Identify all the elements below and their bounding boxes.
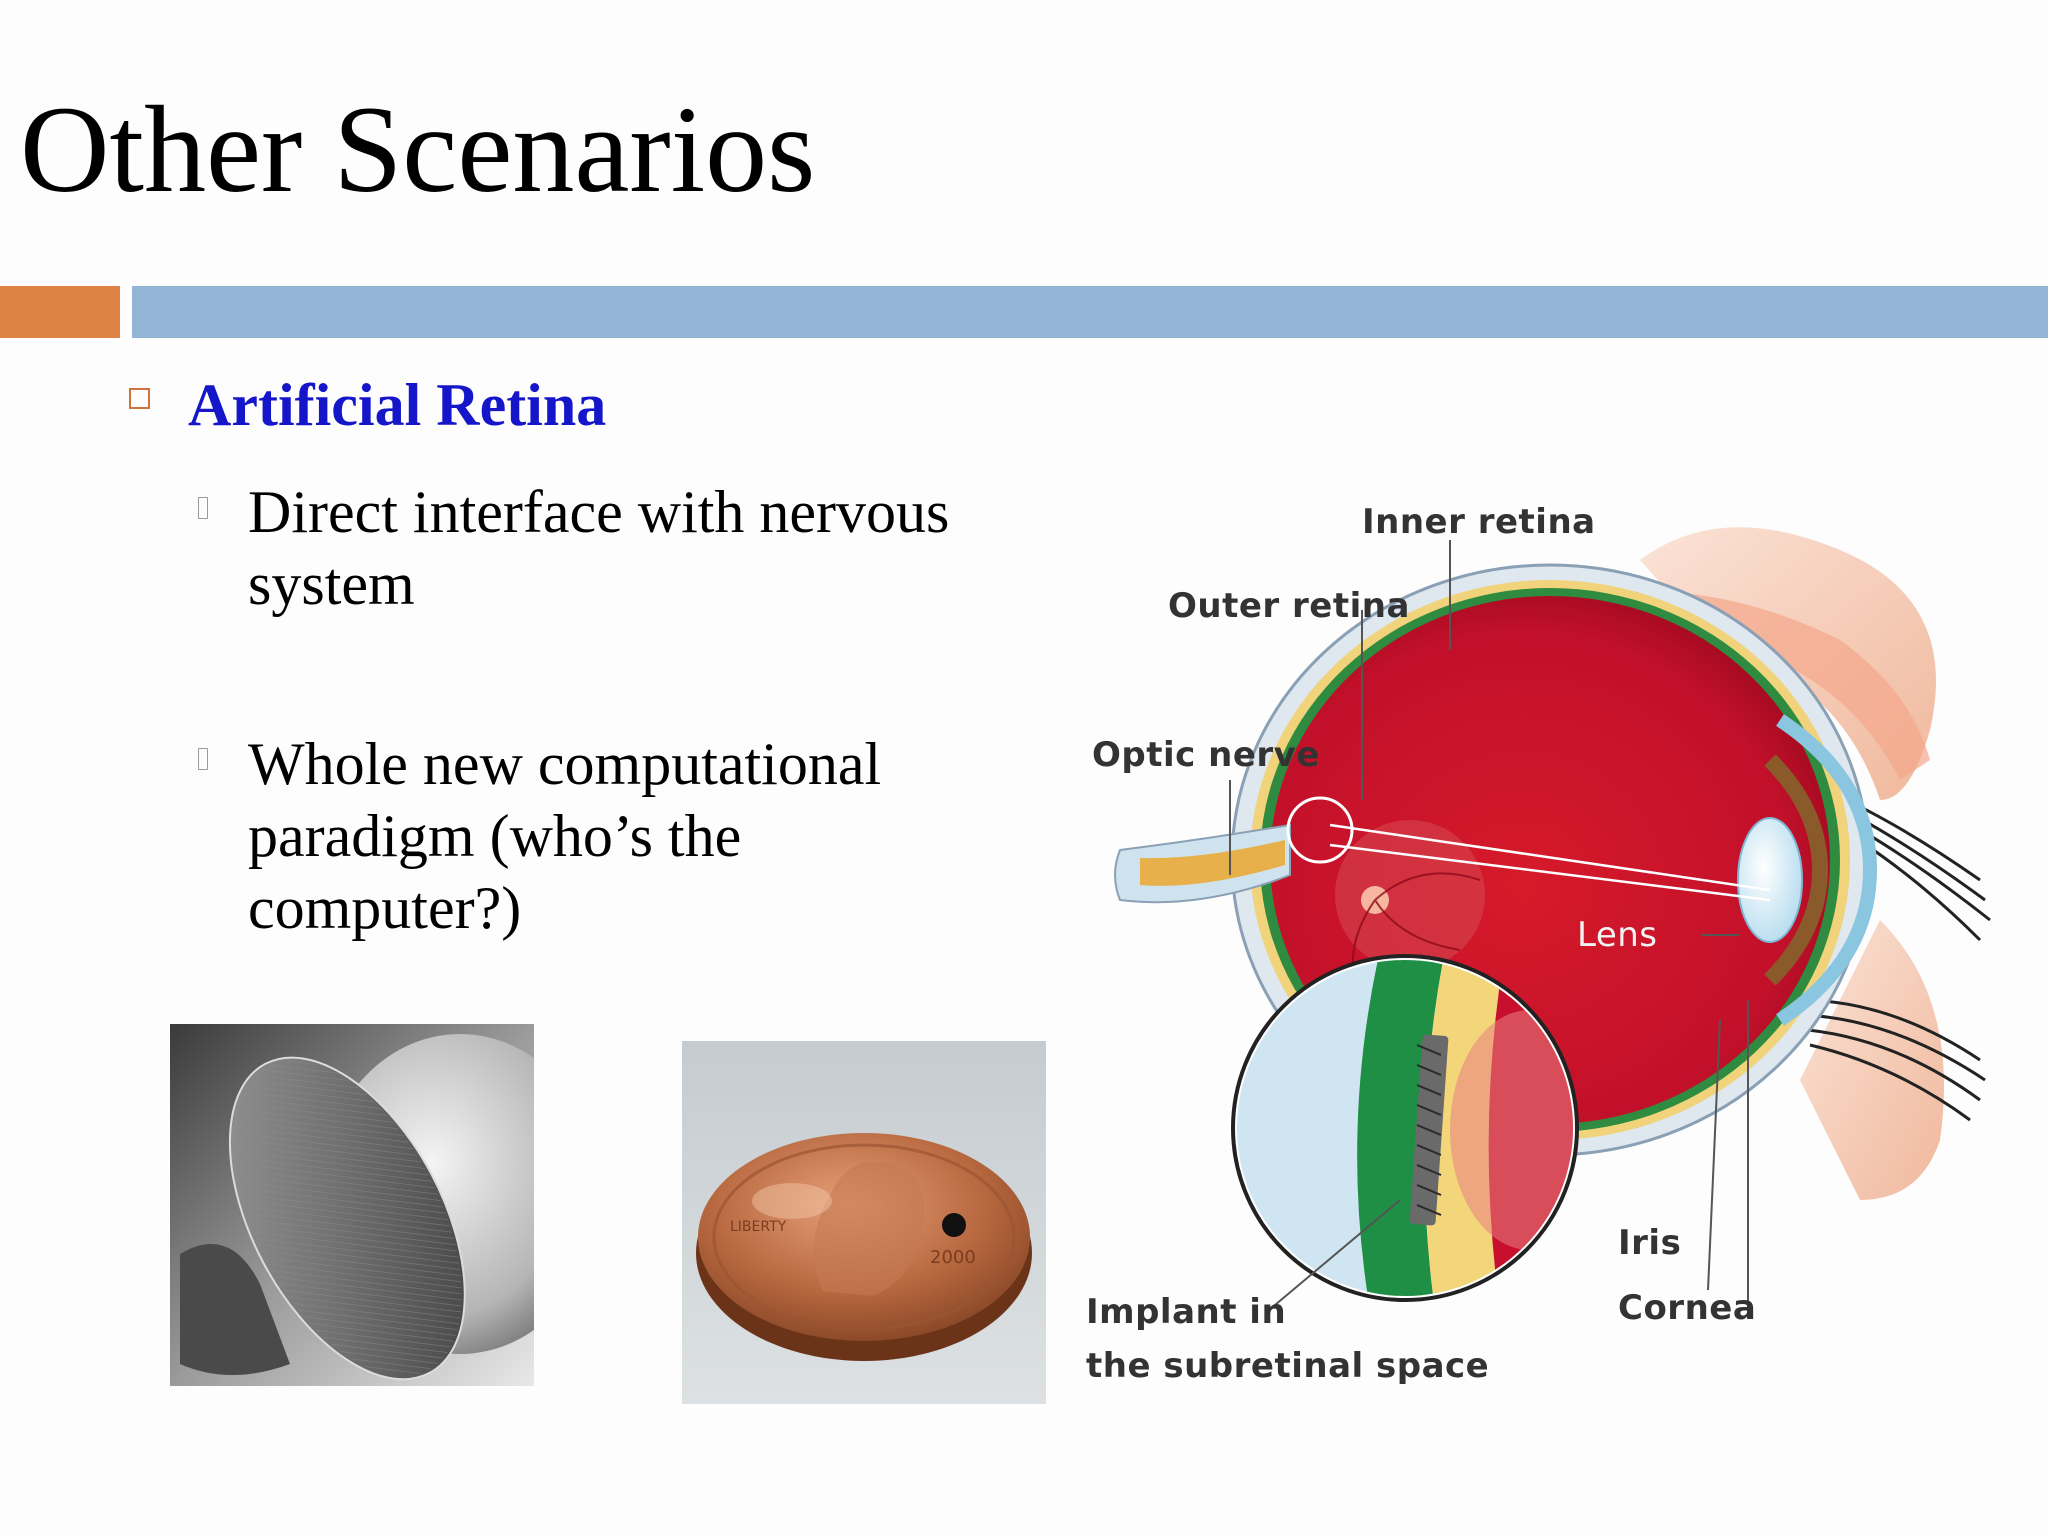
- label-inner-retina: Inner retina: [1362, 502, 1596, 542]
- label-implant: Implant in the subretinal space: [1086, 1285, 1489, 1393]
- sub-bullet-2-line: paradigm (who’s the: [248, 803, 742, 869]
- bullet-square-icon: [129, 388, 150, 409]
- label-cornea: Cornea: [1618, 1288, 1757, 1328]
- label-iris: Iris: [1618, 1223, 1682, 1263]
- label-outer-retina: Outer retina: [1168, 586, 1410, 626]
- sub-bullet-2-line: Whole new computational: [248, 731, 882, 797]
- label-optic-nerve: Optic nerve: [1092, 735, 1320, 775]
- label-implant-line: the subretinal space: [1086, 1346, 1490, 1386]
- title-band: [132, 286, 2048, 338]
- retina-chip-photo: [170, 1024, 534, 1386]
- sub-bullet-1: Direct interface with nervous system: [248, 476, 1068, 620]
- sub-bullet-2-line: computer?): [248, 875, 522, 941]
- sub-bullet-1-line: Direct interface with nervous: [248, 479, 950, 545]
- label-implant-line: Implant in: [1086, 1292, 1287, 1332]
- sub-bullet-1-line: system: [248, 551, 415, 617]
- sub-bullet-2: Whole new computational paradigm (who’s …: [248, 728, 1068, 944]
- eye-diagram: Inner retina Outer retina Optic nerve Le…: [1080, 480, 2020, 1400]
- sub-bullet-marker-icon: [198, 748, 208, 770]
- label-lens: Lens: [1577, 915, 1658, 955]
- bullet-artificial-retina: Artificial Retina: [188, 372, 607, 438]
- sub-bullet-marker-icon: [198, 497, 208, 519]
- page-title: Other Scenarios: [20, 81, 816, 218]
- coin-year-text: 2000: [930, 1247, 976, 1268]
- penny-chip-photo: LIBERTY 2000: [682, 1041, 1046, 1404]
- title-band-accent: [0, 286, 120, 338]
- coin-liberty-text: LIBERTY: [730, 1219, 787, 1235]
